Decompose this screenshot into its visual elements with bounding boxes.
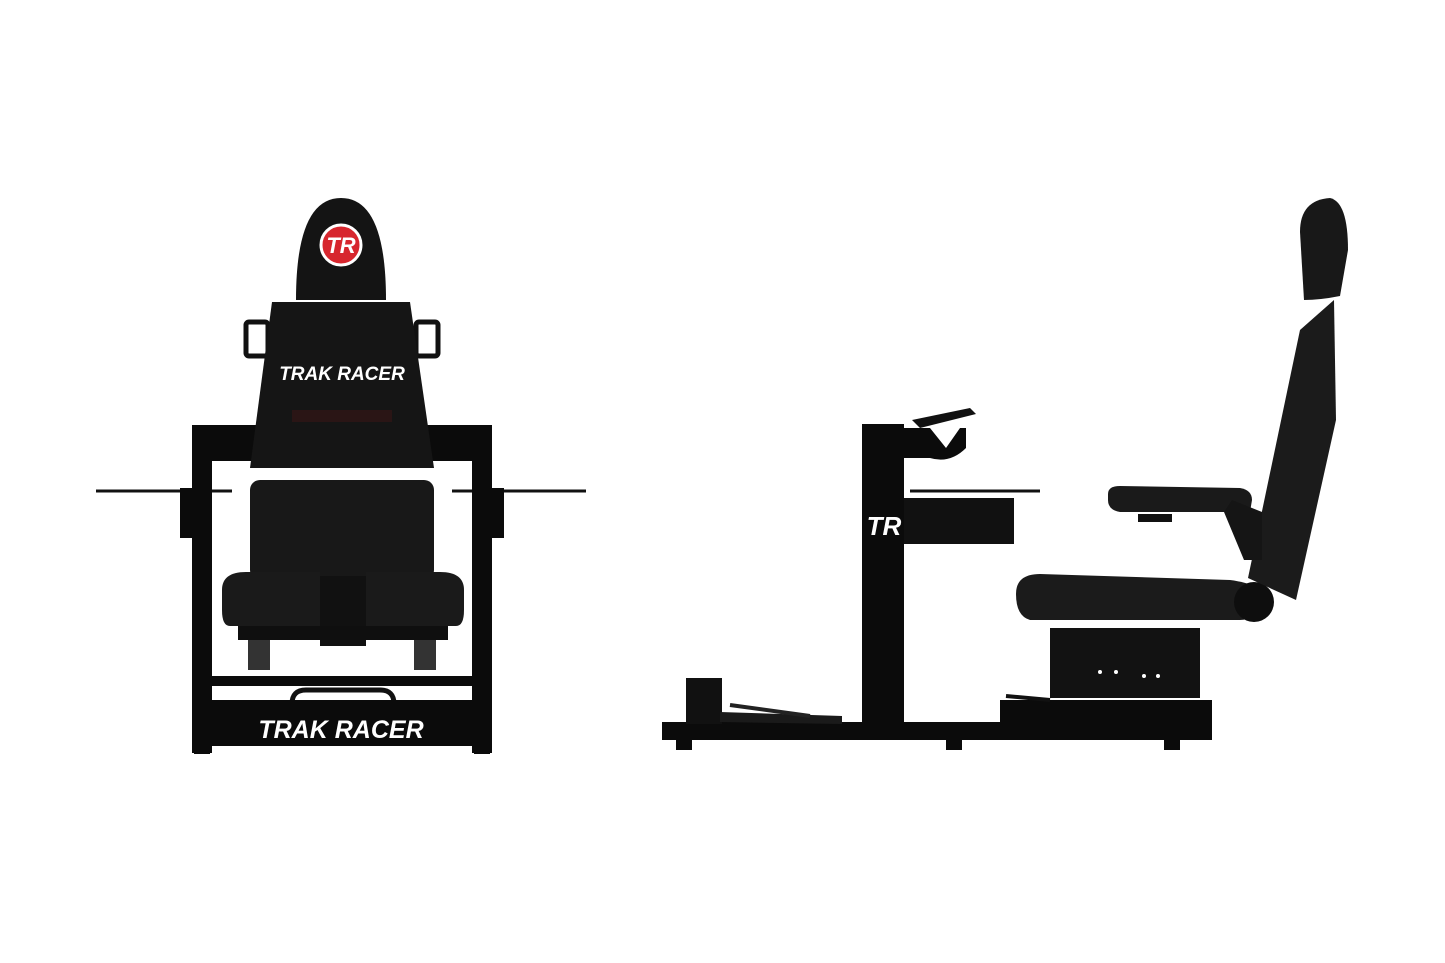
- side-view-rig: TR: [662, 198, 1348, 750]
- left-upright: [192, 425, 212, 753]
- headrest-logo: TR: [326, 233, 355, 258]
- seat-headrest: [1300, 198, 1348, 300]
- front-view-rig: TR TRAK RACER TRAK RACER: [96, 198, 586, 754]
- slider-hole: [1098, 670, 1102, 674]
- slider-hole: [1156, 674, 1160, 678]
- right-harness-guide: [413, 319, 441, 359]
- pedal-block: [686, 678, 722, 724]
- base-plate: [212, 700, 472, 746]
- right-foot: [474, 746, 490, 754]
- rail-foot-1: [676, 740, 692, 750]
- armrest-latch: [1138, 514, 1172, 522]
- armrest-support: [1224, 500, 1262, 560]
- base-handle: [289, 687, 397, 705]
- left-seat-mount: [248, 640, 270, 670]
- side-mount-bracket: [904, 498, 1014, 544]
- pedal-tray: [720, 712, 842, 724]
- rail-foot-2: [946, 740, 962, 750]
- headrest-logo-badge: [319, 223, 363, 267]
- seat-cushion: [1016, 574, 1268, 620]
- backrest-vent: [292, 410, 392, 422]
- slider-hole: [1142, 674, 1146, 678]
- seat-backrest: [1248, 300, 1336, 600]
- recline-hinge: [1234, 582, 1274, 622]
- seat-base: [1050, 628, 1200, 698]
- seat-slider: [1000, 700, 1212, 724]
- left-foot: [194, 746, 210, 754]
- backrest: [250, 302, 434, 468]
- right-upright: [472, 425, 492, 753]
- base-rail: [662, 722, 1212, 740]
- base-text: TRAK RACER: [258, 716, 423, 744]
- rail-foot-3: [1164, 740, 1180, 750]
- left-seat-bolster: [222, 572, 320, 626]
- wheel-plate: [912, 408, 976, 428]
- backrest-text: TRAK RACER: [279, 364, 405, 385]
- right-seat-bolster: [366, 572, 464, 626]
- slider-hole: [1114, 670, 1118, 674]
- wheel-upright: [862, 424, 904, 724]
- wheel-mount: [904, 428, 966, 460]
- lower-crossbar: [212, 676, 472, 686]
- seat-lower-back: [250, 480, 434, 580]
- right-seat-mount: [414, 640, 436, 670]
- slider-lever: [1005, 694, 1051, 702]
- armrest-top: [1108, 486, 1252, 512]
- seat-slider-rail: [238, 626, 448, 640]
- upright-logo: TR: [867, 511, 902, 541]
- pedal-arm: [729, 703, 811, 718]
